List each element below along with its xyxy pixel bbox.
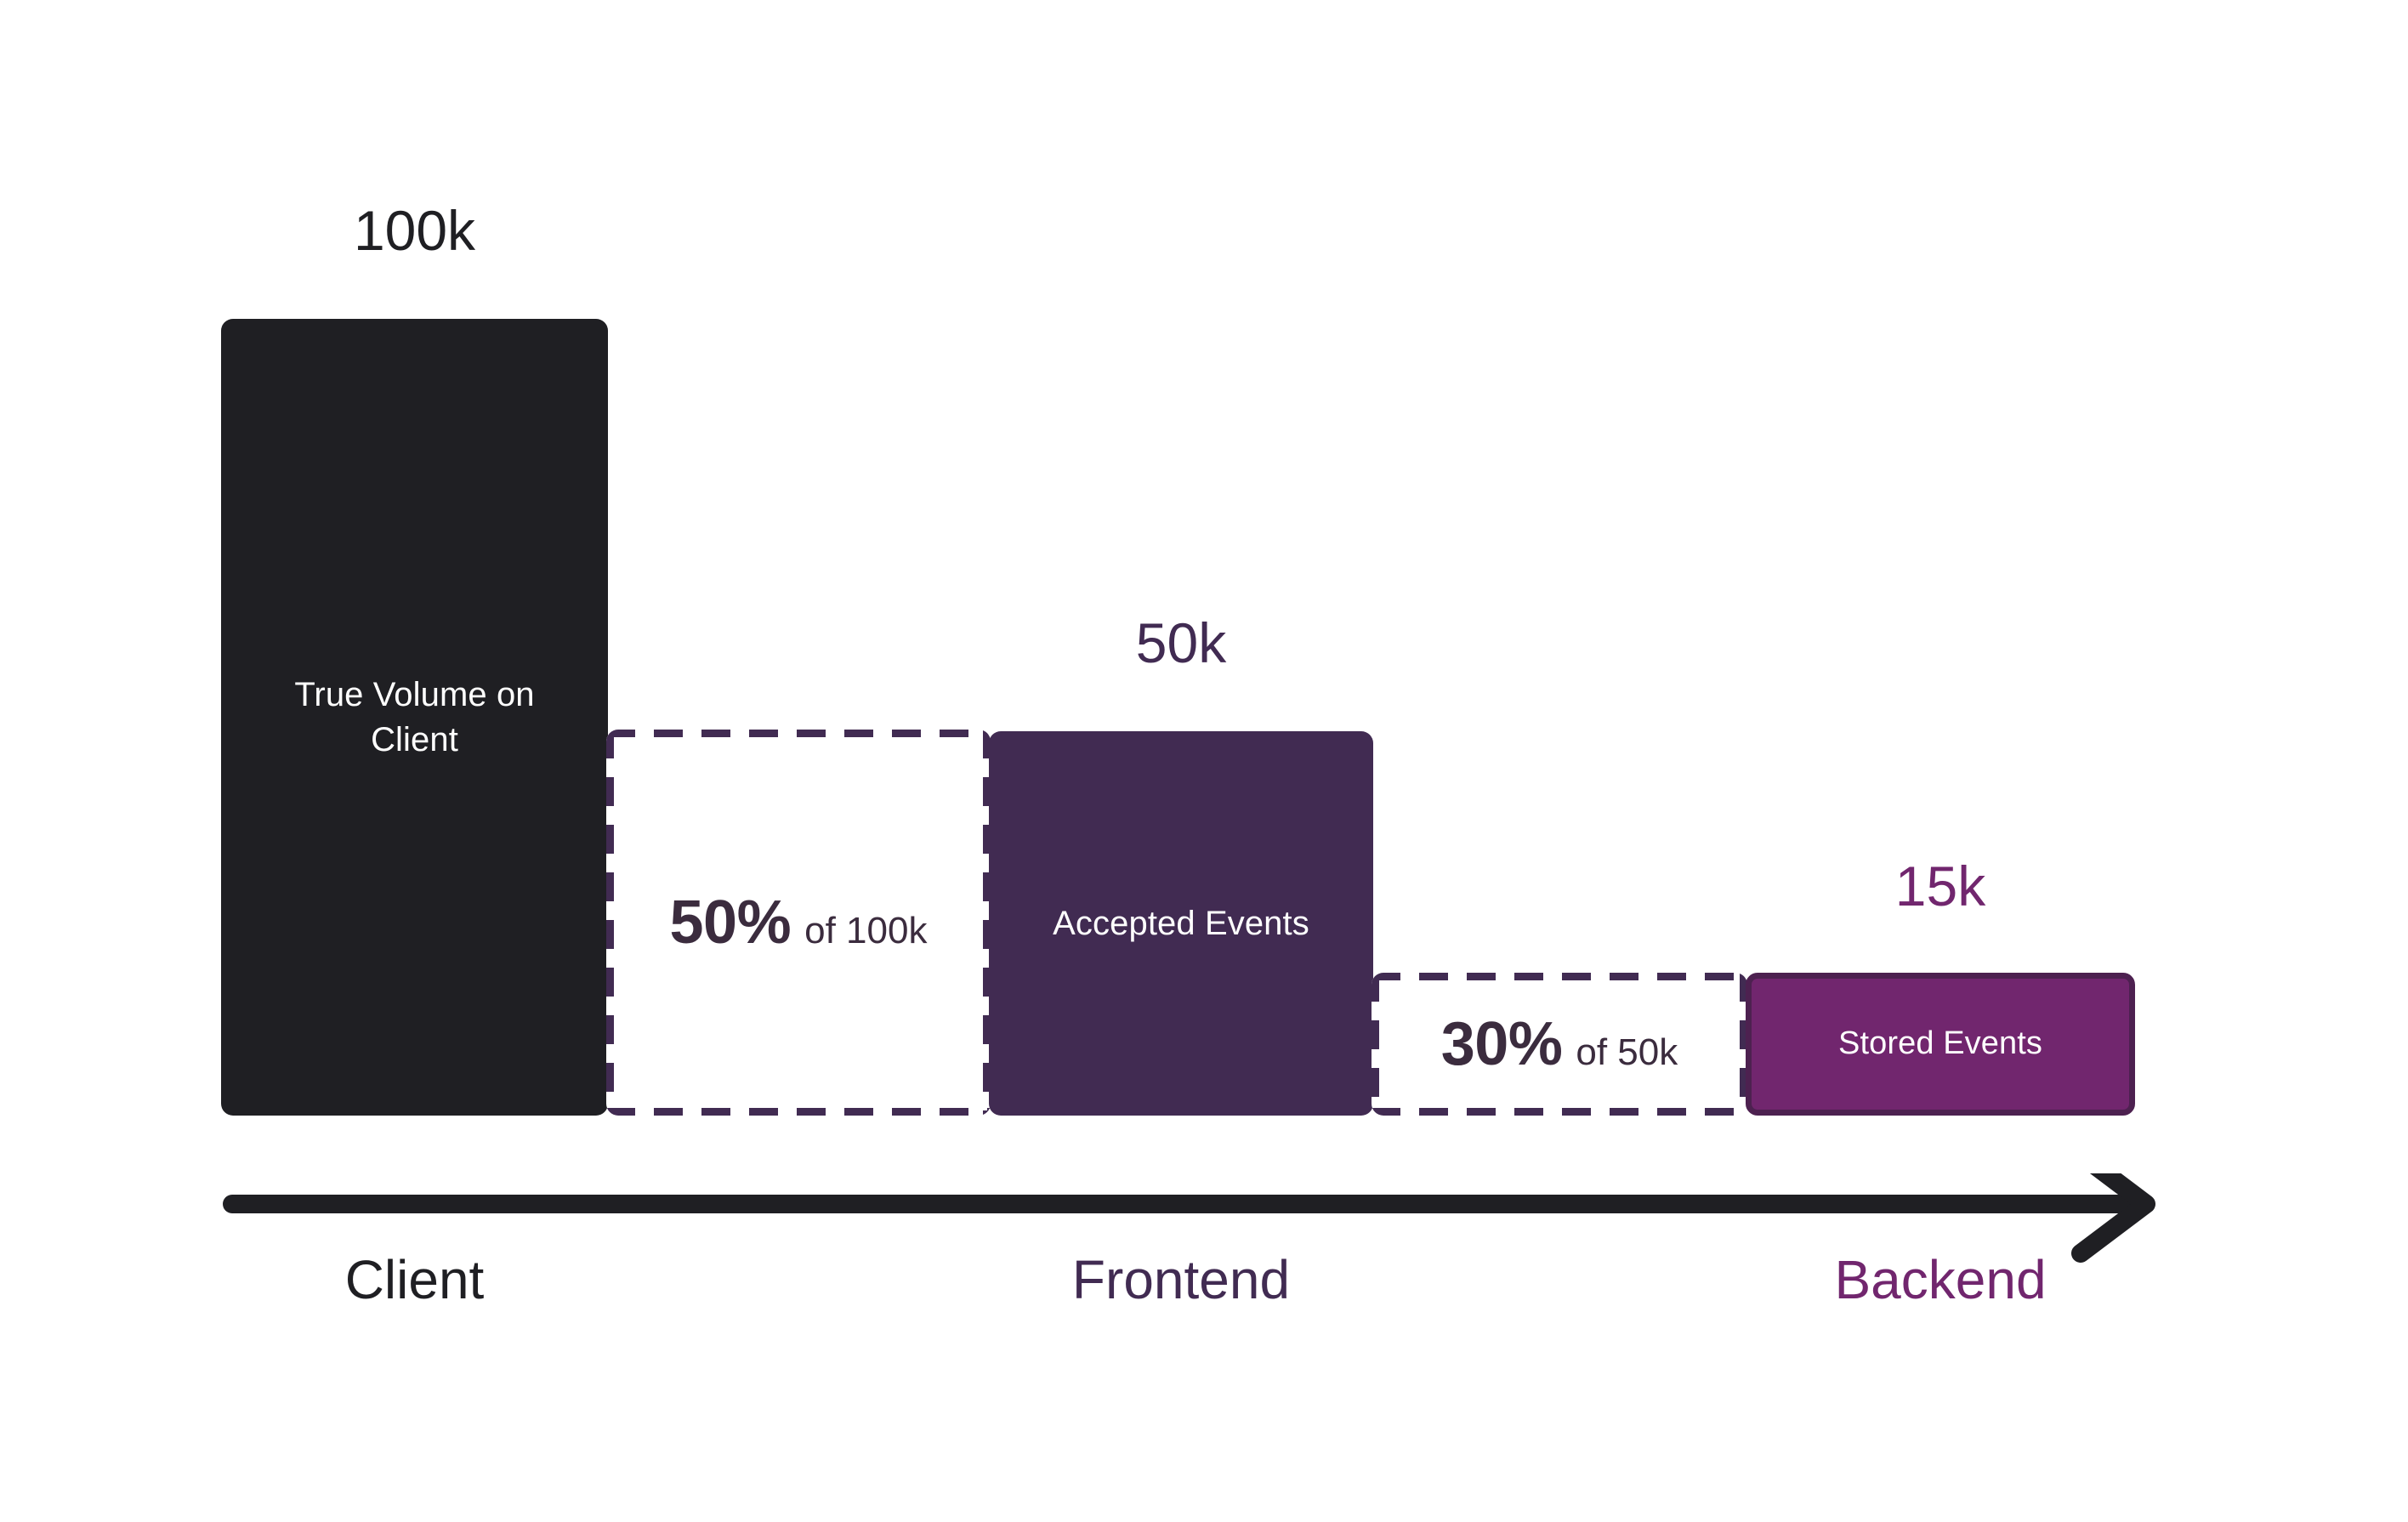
value-label-backend: 15k — [1894, 855, 1986, 917]
bar-backend: Stored Events — [1746, 973, 2135, 1116]
dropoff-percent-2: 30% — [1440, 1010, 1563, 1078]
axis-label-backend: Backend — [1834, 1249, 2047, 1310]
dropoff-of-2: of 50k — [1576, 1031, 1678, 1073]
dropoff-box-client-to-frontend: 50% of 100k — [606, 730, 991, 1116]
bar-frontend: Accepted Events — [989, 731, 1373, 1116]
dropoff-of-1: of 100k — [804, 910, 928, 951]
bar-label-frontend: Accepted Events — [1053, 904, 1309, 942]
dropoff-text-2: 30% of 50k — [1441, 1009, 1678, 1079]
bar-label-client: True Volume on Client — [294, 675, 535, 758]
dropoff-percent-1: 50% — [669, 889, 792, 957]
dropoff-box-frontend-to-backend: 30% of 50k — [1372, 973, 1747, 1116]
value-label-frontend: 50k — [1135, 611, 1227, 674]
axis-label-client: Client — [344, 1249, 485, 1310]
value-label-client: 100k — [353, 199, 476, 262]
bar-client: True Volume on Client — [221, 319, 608, 1116]
arrow-right-icon — [223, 1173, 2155, 1263]
bar-label-backend: Stored Events — [1838, 1025, 2042, 1062]
axis-label-frontend: Frontend — [1071, 1249, 1291, 1310]
axis-arrow — [223, 1173, 2170, 1284]
dropoff-text-1: 50% of 100k — [670, 888, 928, 957]
